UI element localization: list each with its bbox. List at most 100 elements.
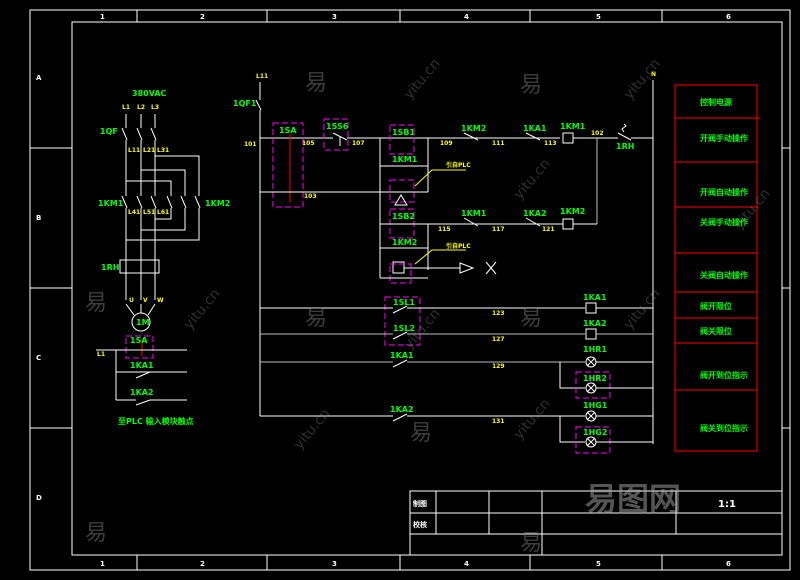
watermark-site: yitu.cn <box>511 396 554 443</box>
line-label: L61 <box>157 209 169 216</box>
legend-item: 阀关到位指示 <box>700 423 748 433</box>
watermark-glyph: 易 <box>410 421 432 446</box>
contactor-label: 1KM1 <box>98 199 124 208</box>
limit-switch-label: 1SL2 <box>393 324 415 333</box>
close-button-label: 1SB2 <box>392 212 415 221</box>
wire-number: 107 <box>352 140 365 147</box>
wire-number: 117 <box>492 226 505 233</box>
legend-item: 控制电源 <box>700 97 732 107</box>
supply-label: L11 <box>256 73 268 80</box>
wire-number: 113 <box>544 140 557 147</box>
watermark-site: yitu.cn <box>621 286 664 333</box>
contact-label: 1KA2 <box>130 388 154 397</box>
coil-label: 1KM1 <box>560 122 586 131</box>
legend-item: 开阀手动操作 <box>700 133 748 143</box>
watermark-glyph: 易 <box>520 306 542 331</box>
row-letter: A <box>36 74 42 82</box>
breaker-label: 1QF <box>100 127 118 136</box>
limit-switch-label: 1SL1 <box>393 298 415 307</box>
thermal-relay-label: 1RH <box>101 263 119 272</box>
contact-label: 1KA2 <box>390 405 414 414</box>
wire-number: 102 <box>591 130 604 137</box>
supply-label: 380VAC <box>132 89 167 98</box>
motor-terminal: V <box>143 297 148 304</box>
legend-item: 关阀自动操作 <box>700 270 748 280</box>
watermark-site: yitu.cn <box>511 156 554 203</box>
indicator-lamps <box>585 356 653 448</box>
line-label: L41 <box>128 209 140 216</box>
column-number: 1 <box>100 13 105 21</box>
lamp-label: 1HR2 <box>583 374 607 383</box>
relay-ka2 <box>585 328 597 340</box>
wire-number: 123 <box>492 310 505 317</box>
function-legend: 控制电源 开阀手动操作 开阀自动操作 关阀手动操作 关阀自动操作 阀开限位 阀关… <box>674 84 760 452</box>
column-number: 4 <box>464 560 469 568</box>
line-label: L11 <box>128 147 140 154</box>
watermark-glyph: 易 <box>305 306 327 331</box>
limit-label: 1KA1 <box>523 124 547 133</box>
motor-symbol <box>131 312 151 332</box>
wire-number: 111 <box>492 140 505 147</box>
wire-number: 101 <box>244 141 257 148</box>
thermal-label: 1RH <box>616 142 634 151</box>
plc-input-contacts: 1SA L1 1KA1 1KA2 至PLC 输入模块触点 <box>96 335 194 426</box>
title-block: 制图 校核 1:1 <box>409 490 783 556</box>
column-number: 2 <box>200 13 205 21</box>
neutral-label: N <box>651 71 656 78</box>
drawn-by-label: 制图 <box>413 499 427 508</box>
column-number: 3 <box>332 13 337 21</box>
wire-number: 131 <box>492 418 505 425</box>
column-number: 3 <box>332 560 337 568</box>
column-number: 4 <box>464 13 469 21</box>
contact-label: 1KM1 <box>392 155 418 164</box>
open-button-label: 1SB1 <box>392 128 415 137</box>
phase-label: L2 <box>137 104 145 111</box>
phase-label: L1 <box>122 104 130 111</box>
wire-number: 105 <box>302 140 315 147</box>
contact-label: 1KM2 <box>392 238 417 247</box>
breaker-label: 1QF1 <box>233 99 257 108</box>
relay-ka1 <box>585 302 597 314</box>
plc-source-label: 引自PLC <box>446 161 471 169</box>
watermark-logo: 易图网 <box>585 480 681 518</box>
control-circuit: L11 N 1QF1 101 1SA 105 1SS6 107 1SB1 1KM… <box>233 71 656 454</box>
wire-number: 129 <box>492 363 505 370</box>
selector-label: 1SA <box>130 336 148 345</box>
line-label: L1 <box>97 351 105 358</box>
wire-number: 127 <box>492 336 505 343</box>
coil-km1 <box>562 132 574 144</box>
watermark-glyph: 易 <box>305 71 327 96</box>
checked-by-label: 校核 <box>413 520 427 529</box>
phase-label: L3 <box>151 104 159 111</box>
scale-value: 1:1 <box>718 499 736 510</box>
row-letter: D <box>36 494 42 502</box>
arrow-icon <box>459 262 475 274</box>
relay-label: 1KA2 <box>583 319 607 328</box>
contact-label: 1KA1 <box>130 361 154 370</box>
column-number: 6 <box>726 560 731 568</box>
interlock-label: 1KM2 <box>461 124 486 133</box>
line-label: L21 <box>143 147 155 154</box>
watermark-site: yitu.cn <box>401 56 444 103</box>
column-number: 2 <box>200 560 205 568</box>
watermark-glyph: 易 <box>85 291 107 316</box>
coil-km2 <box>562 218 574 230</box>
interlock-label: 1KM1 <box>461 209 487 218</box>
power-circuit: 380VAC L1 L2 L3 1QF L11 L21 L31 1KM1 1KM… <box>98 89 230 332</box>
plc-caption: 至PLC 输入模块触点 <box>118 416 194 426</box>
thermal-relay <box>119 259 160 274</box>
wire-number: 121 <box>542 226 555 233</box>
relay-label: 1KA1 <box>583 293 607 302</box>
row-letter: B <box>36 214 41 222</box>
watermark-glyph: 易 <box>85 521 107 546</box>
column-number: 5 <box>596 13 601 21</box>
watermark-site: yitu.cn <box>621 56 664 103</box>
legend-item: 阀开限位 <box>700 301 732 311</box>
legend-item: 阀开到位指示 <box>700 370 748 380</box>
legend-item: 开阀自动操作 <box>700 187 748 197</box>
watermark-site: yitu.cn <box>181 286 224 333</box>
column-number: 6 <box>726 13 731 21</box>
lamp-label: 1HG1 <box>583 401 608 410</box>
selector-label: 1SA <box>279 126 297 135</box>
coil-label: 1KM2 <box>560 207 585 216</box>
